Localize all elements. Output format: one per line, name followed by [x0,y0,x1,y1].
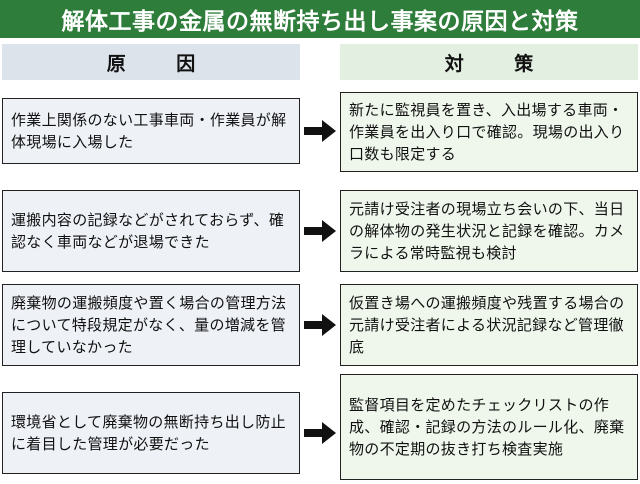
right-arrow-icon [304,120,336,142]
measure-box-1: 新たに監視員を置き、入出場する車両・作業員を出入り口で確認。現場の出入り口数も限… [340,92,638,172]
title-bar: 解体工事の金属の無断持ち出し事案の原因と対策 [0,0,640,38]
cause-text-1: 作業上関係のない工事車両・作業員が解体現場に入場した [11,111,287,151]
measure-text-3: 仮置き場への運搬頻度や残置する場合の元請け受注者による状況記録など管理徹底 [349,294,625,356]
measure-text-4: 監督項目を定めたチェックリストの作成、確認・記録の方法のルール化、廃棄物の不定期… [349,396,625,458]
measure-box-2: 元請け受注者の現場立ち会いの下、当日の解体物の発生状況と記録を確認。カメラによる… [340,190,638,272]
right-arrow-icon [304,220,336,242]
cause-box-2: 運搬内容の記録などがされておらず、確認なく車両などが退場できた [2,190,300,272]
right-arrow-icon [304,314,336,336]
measure-box-4: 監督項目を定めたチェックリストの作成、確認・記録の方法のルール化、廃棄物の不定期… [340,374,638,480]
cause-box-3: 廃棄物の運搬頻度や置く場合の管理方法について特段規定がなく、量の増減を管理してい… [2,284,300,366]
measure-box-3: 仮置き場への運搬頻度や残置する場合の元請け受注者による状況記録など管理徹底 [340,284,638,366]
measure-text-1: 新たに監視員を置き、入出場する車両・作業員を出入り口で確認。現場の出入り口数も限… [349,101,625,163]
right-arrow-icon [304,422,336,444]
cause-column-header: 原 因 [2,44,300,80]
cause-text-4: 環境省として廃棄物の無断持ち出し防止に着目した管理が必要だった [11,413,286,453]
cause-box-4: 環境省として廃棄物の無断持ち出し防止に着目した管理が必要だった [2,392,300,474]
measure-column-header: 対 策 [340,44,638,80]
measure-text-2: 元請け受注者の現場立ち会いの下、当日の解体物の発生状況と記録を確認。カメラによる… [349,200,625,262]
page-title: 解体工事の金属の無断持ち出し事案の原因と対策 [61,9,579,35]
cause-text-2: 運搬内容の記録などがされておらず、確認なく車両などが退場できた [11,211,285,251]
cause-text-3: 廃棄物の運搬頻度や置く場合の管理方法について特段規定がなく、量の増減を管理してい… [11,294,287,356]
cause-box-1: 作業上関係のない工事車両・作業員が解体現場に入場した [2,98,300,164]
